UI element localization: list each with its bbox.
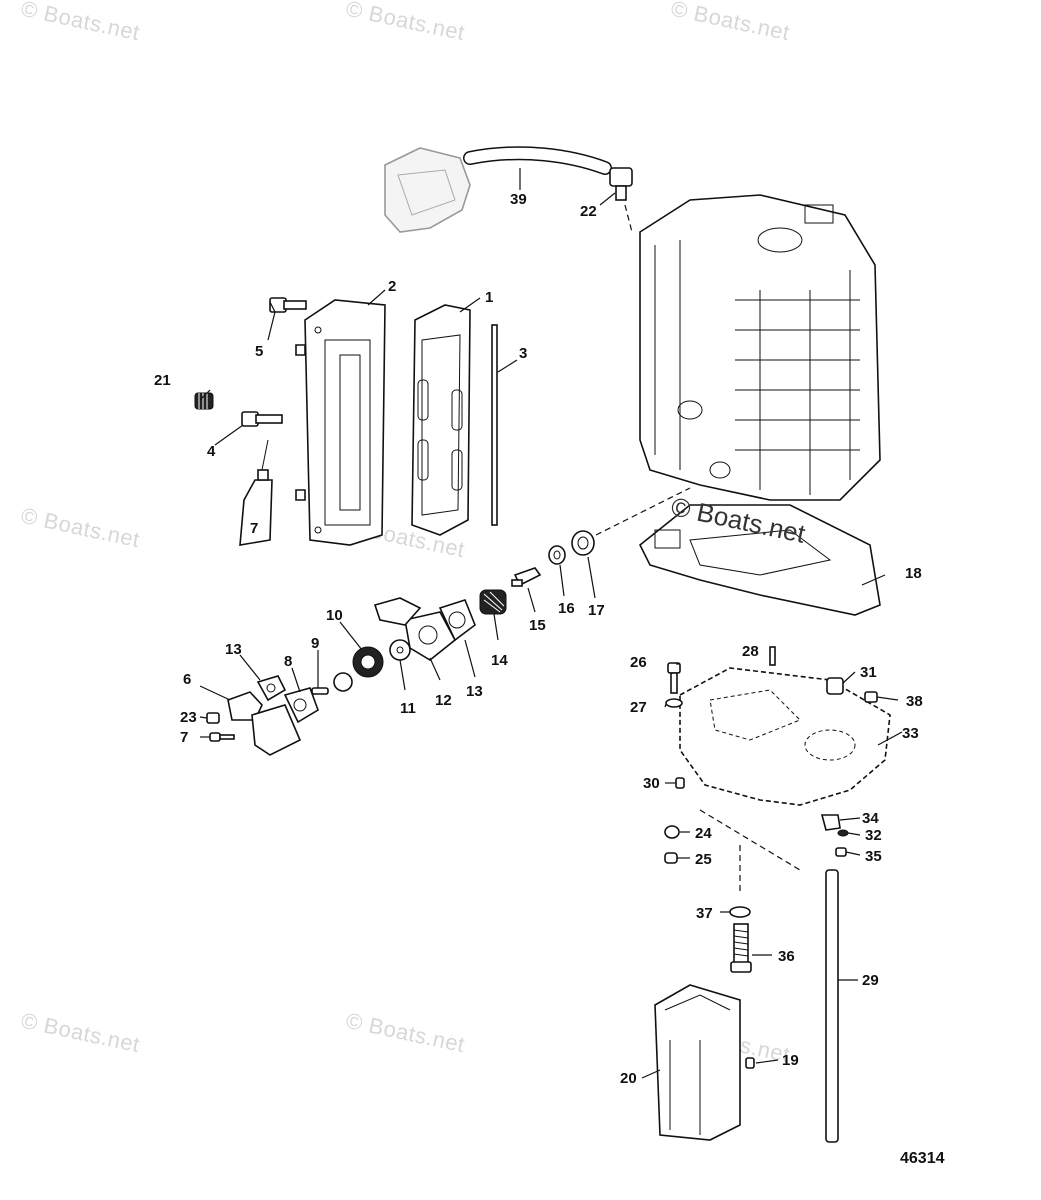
washer-37 [729, 906, 751, 918]
callout-8: 8 [284, 653, 292, 670]
callout-9: 9 [311, 635, 319, 652]
callout-36: 36 [778, 948, 795, 965]
callout-33: 33 [902, 725, 919, 742]
shaft-15 [511, 567, 542, 587]
valve-9 [311, 687, 329, 695]
water-tube-29 [825, 869, 839, 1143]
callout-3: 3 [519, 345, 527, 362]
cylinder-block [639, 194, 881, 501]
callout-15: 15 [529, 617, 546, 634]
callout-6: 6 [183, 671, 191, 688]
screw-23 [206, 712, 220, 724]
callout-39: 39 [510, 191, 527, 208]
callout-13-right: 13 [466, 683, 483, 700]
callout-10: 10 [326, 607, 343, 624]
callout-30: 30 [643, 775, 660, 792]
callout-22: 22 [580, 203, 597, 220]
spring-14 [479, 589, 507, 615]
rod-3 [491, 324, 498, 526]
callout-19: 19 [782, 1052, 799, 1069]
exhaust-tube-20 [654, 984, 741, 1141]
plate-big [251, 704, 302, 756]
callout-23: 23 [180, 709, 197, 726]
tube-connector-34 [820, 814, 841, 831]
plug-24 [664, 825, 680, 839]
callout-34: 34 [862, 810, 879, 827]
washer-32 [837, 829, 849, 837]
screw-19 [745, 1057, 755, 1069]
bolt-26 [667, 662, 681, 694]
callout-7-tube: 7 [250, 520, 258, 537]
screw-7b [209, 732, 235, 742]
pin-30 [675, 777, 685, 789]
callout-29: 29 [862, 972, 879, 989]
plug-38 [864, 691, 878, 703]
callout-31: 31 [860, 664, 877, 681]
callout-25: 25 [695, 851, 712, 868]
callout-35: 35 [865, 848, 882, 865]
diagram-id: 46314 [900, 1150, 945, 1167]
sealant-tube-7 [239, 439, 273, 546]
callout-21: 21 [154, 372, 171, 389]
callout-18: 18 [905, 565, 922, 582]
gasket-1 [411, 304, 471, 536]
housing-12 [404, 611, 457, 661]
callout-37: 37 [696, 905, 713, 922]
adapter-plate-33 [679, 667, 891, 806]
callout-2: 2 [388, 278, 396, 295]
ring-16 [548, 545, 566, 565]
disc-9b [333, 672, 353, 692]
bolt-5 [269, 297, 307, 313]
callout-27: 27 [630, 699, 647, 716]
washer-11 [389, 639, 411, 661]
callout-12: 12 [435, 692, 452, 709]
callout-labels: 1 2 3 4 5 6 7 7 8 9 10 11 12 13 13 14 15… [154, 191, 945, 1167]
exhaust-cover-2 [295, 299, 386, 546]
plug-21 [194, 392, 214, 410]
callout-11: 11 [400, 700, 416, 717]
bolt-36 [730, 923, 752, 973]
callout-16: 16 [558, 600, 575, 617]
pin-28 [769, 646, 776, 666]
callout-26: 26 [630, 654, 647, 671]
seal-17 [571, 530, 595, 556]
callout-4: 4 [207, 443, 216, 460]
bolt-4 [241, 411, 283, 427]
cover-13a [256, 675, 287, 702]
bolt-35 [835, 847, 847, 857]
callout-5: 5 [255, 343, 263, 360]
bushing-31 [826, 677, 844, 695]
leader-lines [199, 168, 903, 1079]
plug-25 [664, 852, 678, 864]
gasket-8 [283, 687, 319, 724]
callout-38: 38 [906, 693, 923, 710]
fitting-22 [609, 167, 633, 233]
fuel-pump-illustration [384, 147, 471, 233]
callout-14: 14 [491, 652, 508, 669]
fuel-hose-39 [463, 146, 612, 175]
callout-28: 28 [742, 643, 759, 660]
callout-20: 20 [620, 1070, 637, 1087]
gasket-13b [438, 599, 476, 642]
callout-24: 24 [695, 825, 712, 842]
callout-17: 17 [588, 602, 605, 619]
callout-32: 32 [865, 827, 882, 844]
small-gasket-top [373, 597, 422, 626]
gasket-18 [638, 504, 881, 616]
washer-27 [665, 698, 683, 708]
callout-7-screw: 7 [180, 729, 188, 746]
callout-13-left: 13 [225, 641, 242, 658]
impeller-10 [352, 646, 384, 678]
callout-1: 1 [485, 289, 493, 306]
